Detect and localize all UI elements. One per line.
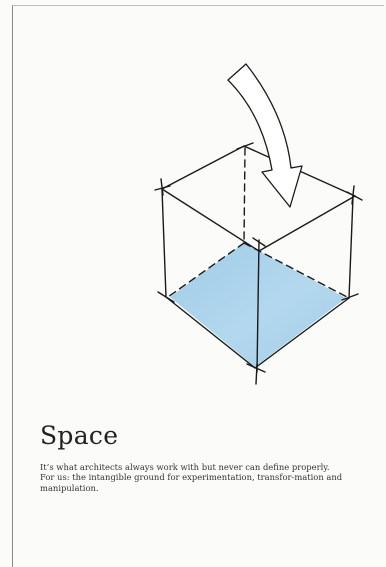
cube-edge [162, 189, 166, 297]
body-text: It’s what architects always work with bu… [40, 462, 370, 493]
cube-edge [259, 196, 355, 251]
paragraph: It’s what architects always work with bu… [40, 462, 370, 472]
curved-arrow-icon [228, 64, 302, 207]
cube-edge-hidden [244, 148, 245, 243]
paragraph: For us: the intangible ground for experi… [40, 472, 370, 493]
cube-edge [349, 197, 353, 298]
corner-tick [256, 364, 257, 384]
page-title: Space [40, 421, 118, 450]
corner-tick [352, 186, 354, 204]
corner-tick [161, 179, 163, 195]
cube-edge [162, 146, 244, 189]
